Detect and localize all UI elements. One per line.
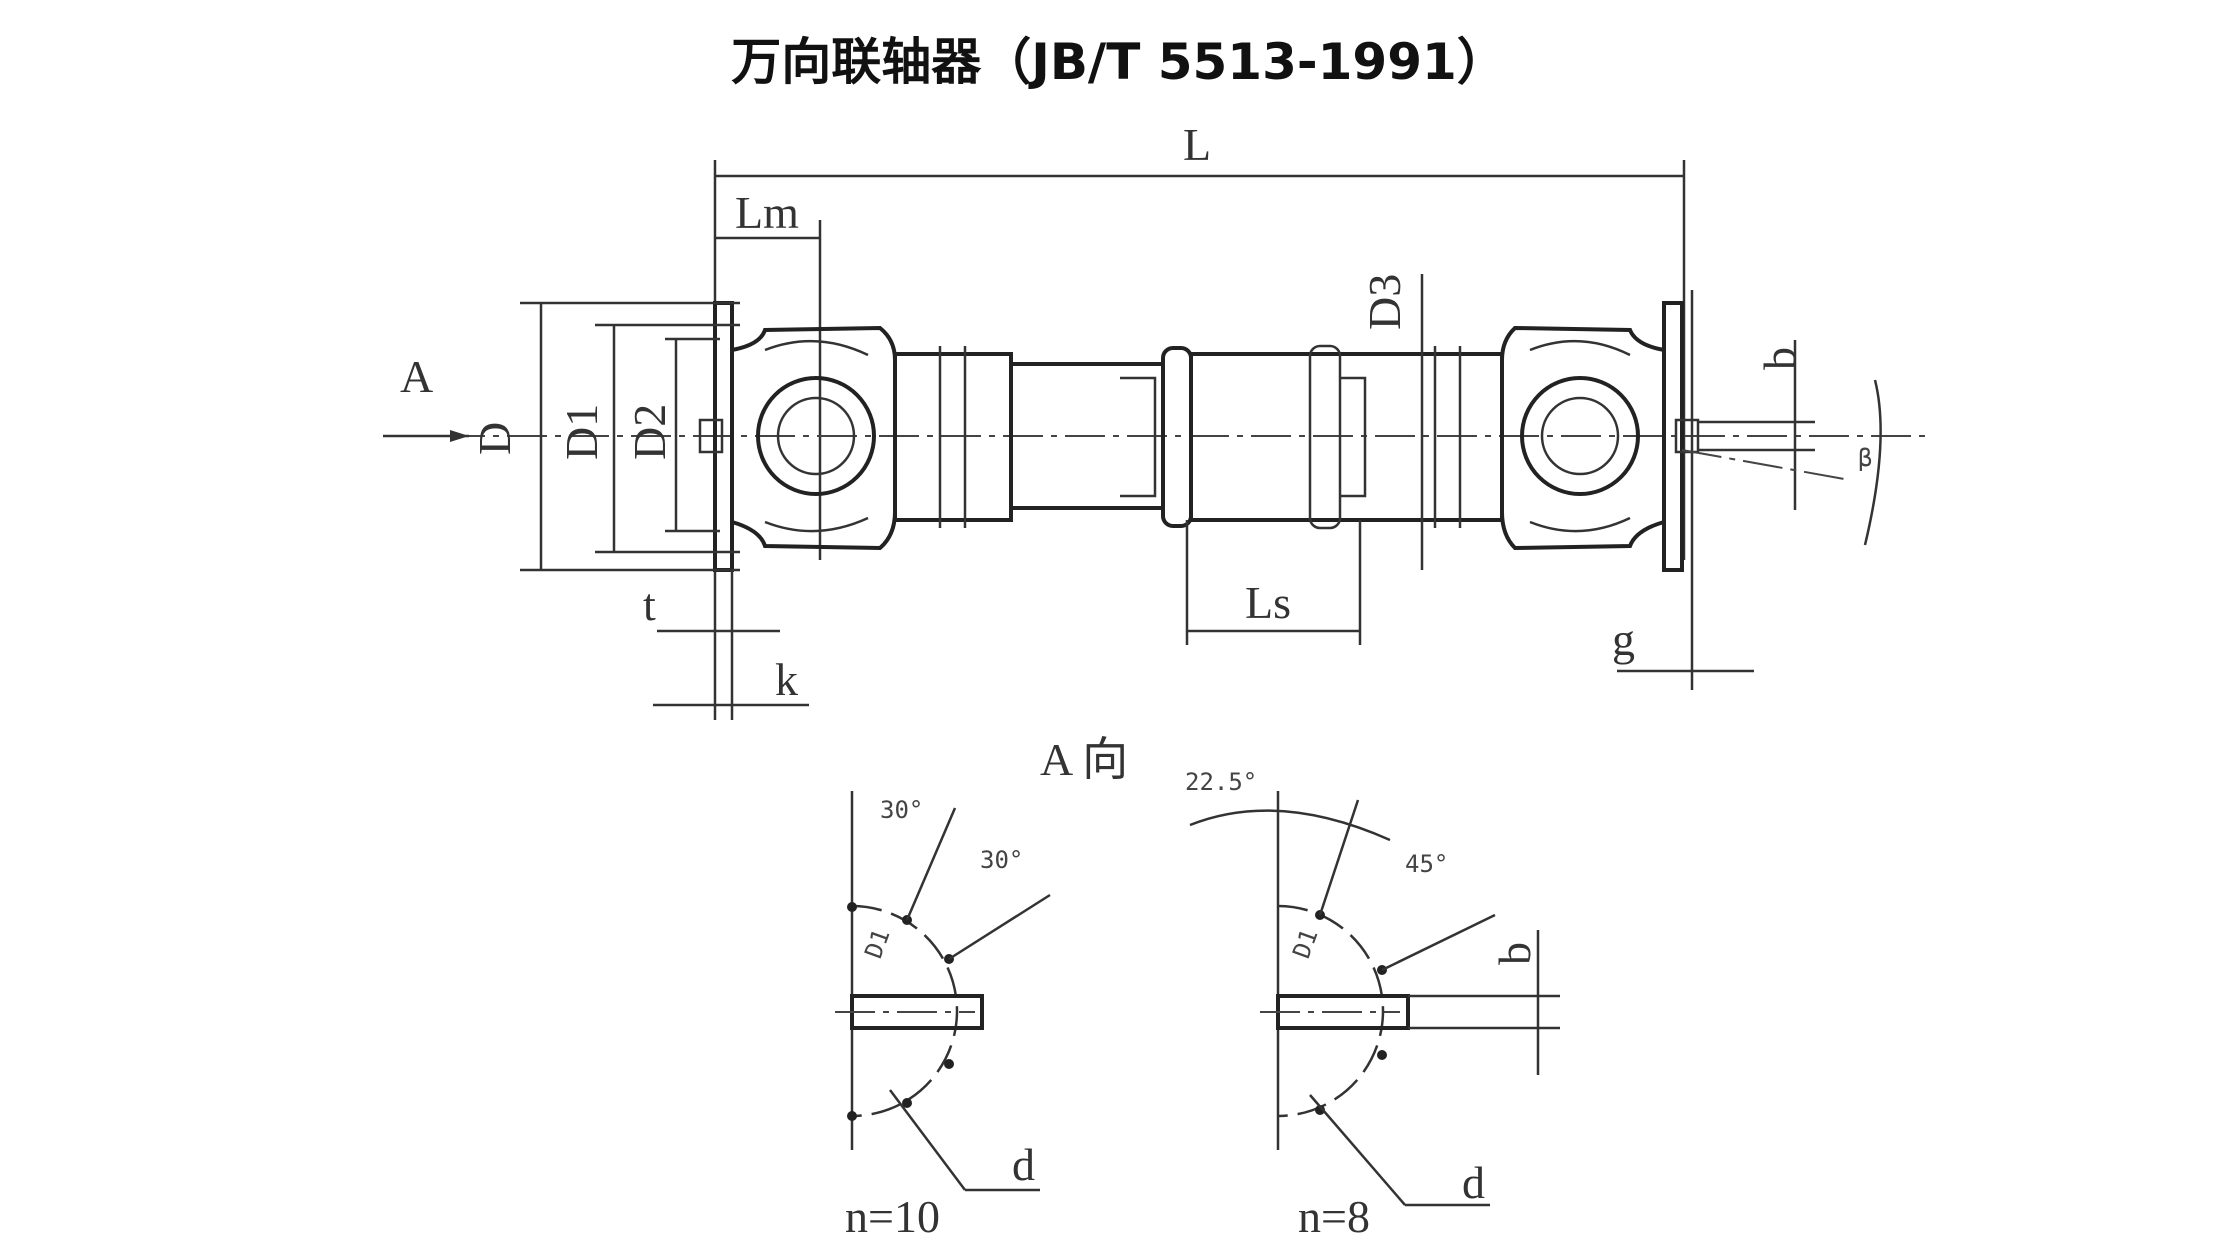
detail-heading: A 向 [1040, 734, 1128, 785]
label-Ls: Ls [1245, 577, 1291, 628]
flange-view-n8: 22.5° 45° D1 b d n=8 [1185, 768, 1560, 1235]
flange-view-n10: 30° 30° D1 d n=10 [835, 791, 1051, 1235]
label-g: g [1612, 614, 1635, 665]
label-D3: D3 [1359, 274, 1410, 330]
label-n10: n=10 [845, 1191, 940, 1235]
left-yoke [731, 325, 897, 551]
main-view: L Lm A D D1 D2 [383, 119, 1925, 720]
angle-beta-arc [1863, 379, 1882, 546]
drawing-title: 万向联轴器（JB/T 5513-1991） [731, 33, 1507, 91]
angle-label-30-b: 30° [980, 846, 1023, 874]
right-flange [1662, 301, 1684, 572]
angle-label-30-a: 30° [880, 796, 923, 824]
angle-label-22-5: 22.5° [1185, 768, 1257, 796]
label-n8: n=8 [1298, 1191, 1370, 1235]
detail-view: A 向 30° 30° D1 d n=10 [835, 734, 1560, 1235]
label-D1-right: D1 [1287, 925, 1323, 962]
right-yoke [1500, 325, 1665, 551]
label-b: b [1754, 347, 1805, 370]
label-d-right: d [1462, 1157, 1485, 1208]
label-b-detail: b [1489, 942, 1540, 965]
label-t: t [643, 579, 656, 630]
label-k: k [775, 654, 798, 705]
label-D1: D1 [556, 404, 607, 460]
label-A: A [400, 351, 433, 402]
label-d-left: d [1012, 1139, 1035, 1190]
label-D2: D2 [624, 404, 675, 460]
label-L: L [1183, 119, 1211, 170]
angle-label-45: 45° [1405, 850, 1448, 878]
label-D1-left: D1 [859, 925, 895, 962]
label-beta: β [1858, 444, 1872, 472]
label-D: D [469, 422, 520, 455]
label-Lm: Lm [735, 187, 799, 238]
